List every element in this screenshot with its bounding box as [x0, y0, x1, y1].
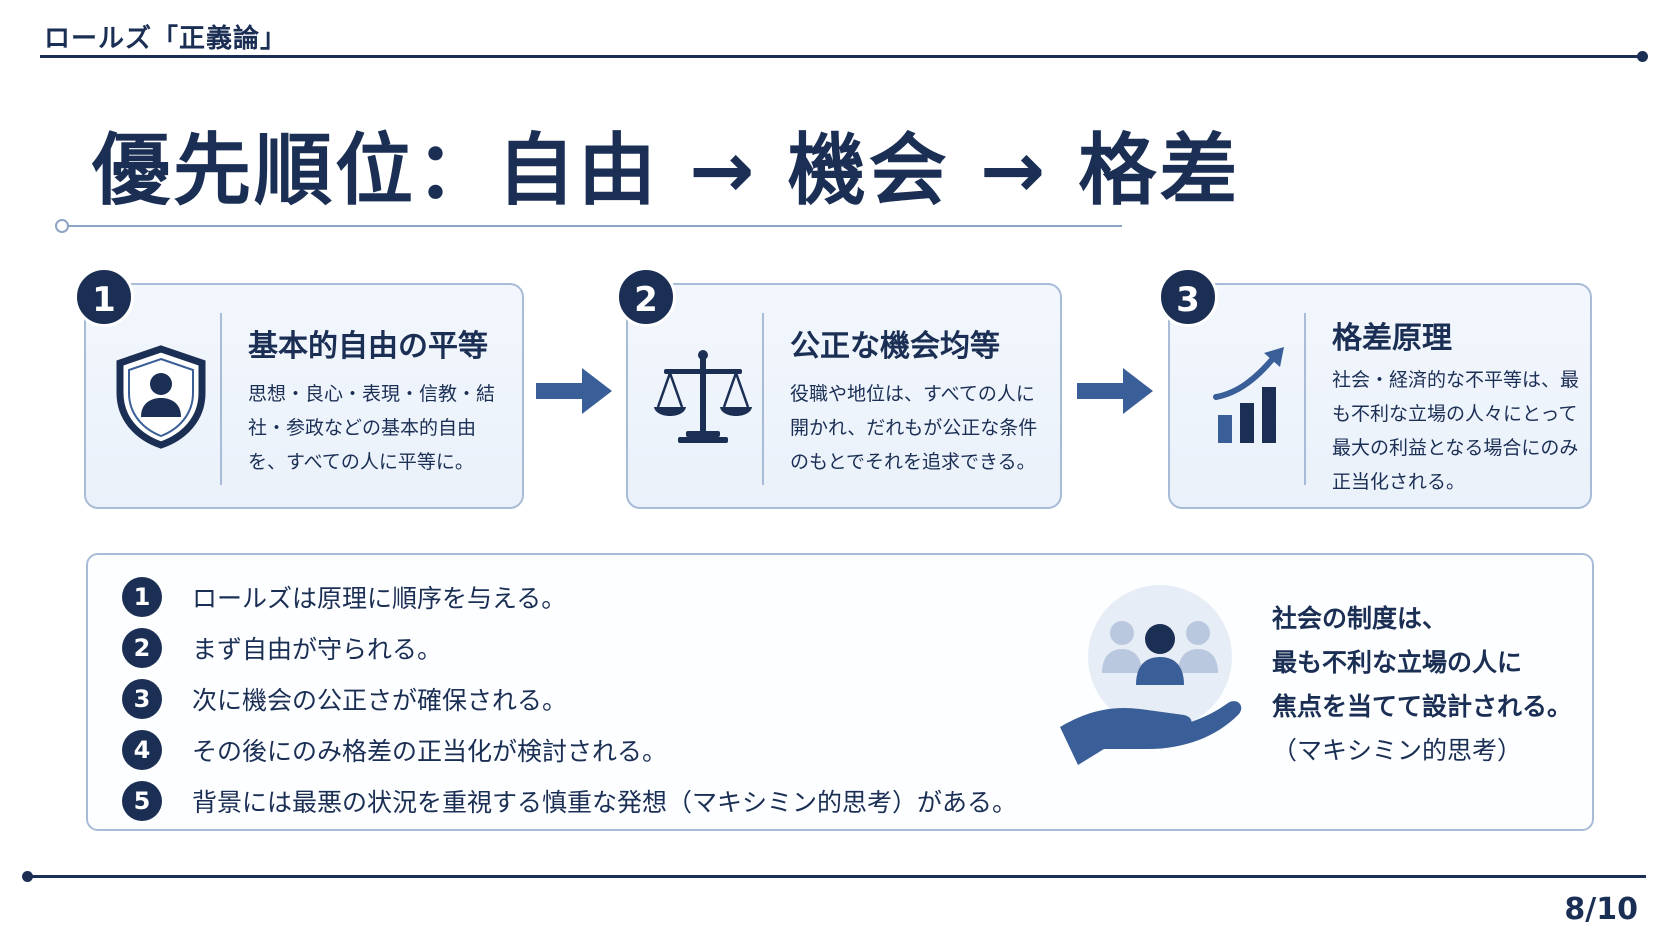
title-rule — [62, 225, 1122, 227]
card-number-badge: 2 — [616, 267, 676, 327]
principle-card-3: 3 格差原理 社会・経済的な不平等は、最も不利な立場の人々にとって最大の利益とな… — [1158, 267, 1592, 509]
header-label: ロールズ「正義論」 — [44, 24, 288, 54]
list-item: 2 まず自由が守られる。 — [122, 622, 1017, 673]
bottom-rule — [26, 875, 1646, 878]
list-item-text: まず自由が守られる。 — [192, 634, 443, 664]
list-item: 1 ロールズは原理に順序を与える。 — [122, 571, 1017, 622]
summary-panel: 1 ロールズは原理に順序を与える。 2 まず自由が守られる。 3 次に機会の公正… — [86, 553, 1594, 831]
card-heading: 格差原理 — [1332, 321, 1452, 356]
card-number-badge: 1 — [74, 267, 134, 327]
principle-card-1: 1 基本的自由の平等 思想・良心・表現・信教・結社・参政などの基本的自由を、すべ… — [74, 267, 524, 509]
card-body: 社会・経済的な不平等は、最も不利な立場の人々にとって最大の利益となる場合にのみ正… — [1332, 369, 1580, 493]
quote-line: 最も不利な立場の人に — [1272, 648, 1523, 677]
list-number-badge: 3 — [122, 678, 162, 719]
card-divider — [762, 313, 764, 485]
list-item-text: 次に機会の公正さが確保される。 — [192, 685, 568, 715]
quote-note: （マキシミン的思考） — [1272, 736, 1523, 765]
slide-title: 優先順位：自由 → 機会 → 格差 — [92, 126, 1241, 216]
list-number-badge: 4 — [122, 729, 162, 770]
card-body: 役職や地位は、すべての人に開かれ、だれもが公正な条件のもとでそれを追求できる。 — [790, 383, 1038, 473]
hand-supporting-people-icon — [1060, 585, 1242, 765]
list-item-text: 背景には最悪の状況を重視する慎重な発想（マキシミン的思考）がある。 — [192, 787, 1018, 817]
card-heading: 公正な機会均等 — [790, 329, 1000, 364]
card-body: 思想・良心・表現・信教・結社・参政などの基本的自由を、すべての人に平等に。 — [248, 383, 496, 473]
list-item: 3 次に機会の公正さが確保される。 — [122, 673, 1017, 724]
top-rule-dot — [1637, 51, 1648, 62]
list-item: 5 背景には最悪の状況を重視する慎重な発想（マキシミン的思考）がある。 — [122, 775, 1017, 826]
page-number: 8/10 — [1564, 892, 1638, 927]
card-heading: 基本的自由の平等 — [248, 329, 488, 364]
growth-chart-icon — [1213, 347, 1284, 443]
bottom-rule-dot — [22, 871, 33, 882]
scales-icon — [654, 350, 752, 443]
summary-quote: 社会の制度は、 最も不利な立場の人に 焦点を当てて設計される。 （マキシミン的思… — [1272, 597, 1572, 773]
top-rule — [40, 55, 1644, 58]
principle-card-2: 2 公正な機会均等 役職や地位は、すべての人に開かれ、だれもが公正な条件のもとで… — [616, 267, 1062, 509]
quote-line: 社会の制度は、 — [1272, 604, 1448, 633]
arrow-right-icon — [536, 368, 612, 414]
list-item-text: ロールズは原理に順序を与える。 — [192, 583, 567, 613]
arrow-right-icon — [1077, 368, 1153, 414]
list-number-badge: 1 — [122, 576, 162, 617]
list-item-text: その後にのみ格差の正当化が検討される。 — [192, 736, 668, 766]
summary-list: 1 ロールズは原理に順序を与える。 2 まず自由が守られる。 3 次に機会の公正… — [122, 571, 1017, 826]
title-rule-dot — [55, 219, 69, 233]
card-number-badge: 3 — [1158, 267, 1218, 327]
card-divider — [220, 313, 222, 485]
quote-line: 焦点を当てて設計される。 — [1272, 692, 1573, 721]
shield-person-icon — [116, 345, 206, 449]
list-number-badge: 5 — [122, 780, 162, 821]
list-item: 4 その後にのみ格差の正当化が検討される。 — [122, 724, 1017, 775]
card-divider — [1304, 313, 1306, 485]
list-number-badge: 2 — [122, 627, 162, 668]
